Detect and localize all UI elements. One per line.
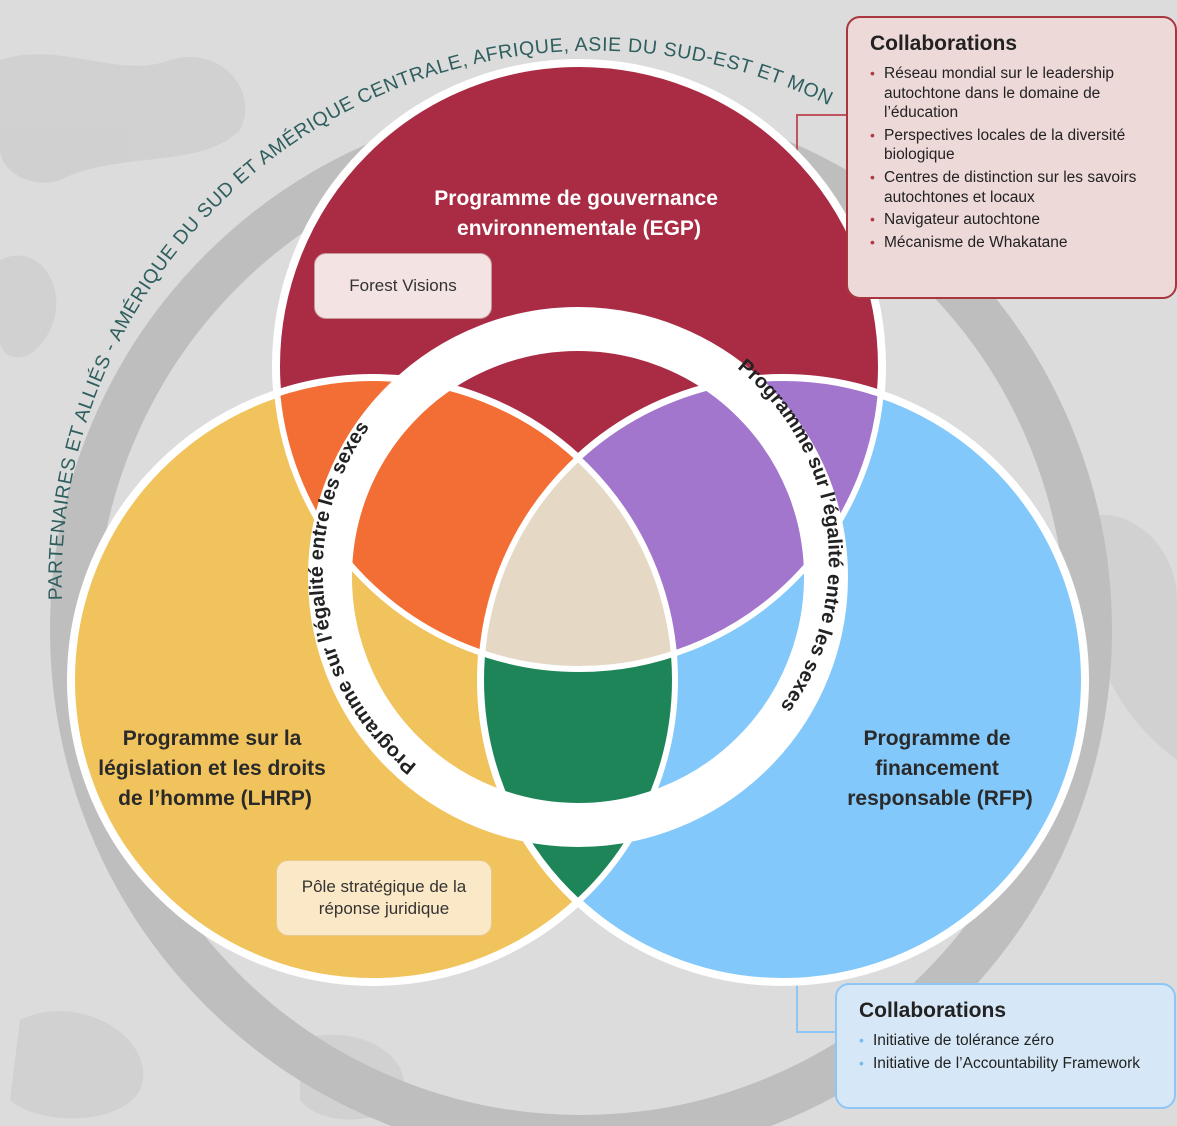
rfp-collaborations-title: Collaborations <box>859 999 1007 1022</box>
list-item: Initiative de l’Accountability Framework <box>859 1054 1160 1074</box>
list-item: Perspectives locales de la diversité bio… <box>870 126 1161 165</box>
legal-response-hub-line2: réponse juridique <box>318 899 450 918</box>
forest-visions-box: Forest Visions <box>314 253 492 319</box>
gender-ring <box>308 307 848 847</box>
rfp-collab-connector <box>796 985 836 1033</box>
egp-collaborations-list: Réseau mondial sur le leadership autocht… <box>870 64 1161 252</box>
list-item: Navigateur autochtone <box>870 210 1161 230</box>
egp-label: Programme de gouvernance environnemental… <box>434 187 723 240</box>
legal-response-hub-box: Pôle stratégique de la réponse juridique <box>276 860 492 936</box>
egp-collaborations-title: Collaborations <box>870 32 1018 55</box>
list-item: Mécanisme de Whakatane <box>870 233 1161 253</box>
rfp-collaborations-panel: Collaborations Initiative de tolérance z… <box>835 983 1176 1109</box>
egp-collaborations-panel: Collaborations Réseau mondial sur le lea… <box>846 16 1177 299</box>
list-item: Réseau mondial sur le leadership autocht… <box>870 64 1161 123</box>
list-item: Centres de distinction sur les savoirs a… <box>870 168 1161 207</box>
lhrp-label: Programme sur la législation et les droi… <box>98 727 331 810</box>
rfp-label: Programme de financement responsable (RF… <box>847 727 1033 810</box>
list-item: Initiative de tolérance zéro <box>859 1031 1160 1051</box>
rfp-collaborations-list: Initiative de tolérance zéro Initiative … <box>859 1031 1160 1073</box>
legal-response-hub-line1: Pôle stratégique de la <box>301 877 467 896</box>
forest-visions-label: Forest Visions <box>349 276 457 295</box>
